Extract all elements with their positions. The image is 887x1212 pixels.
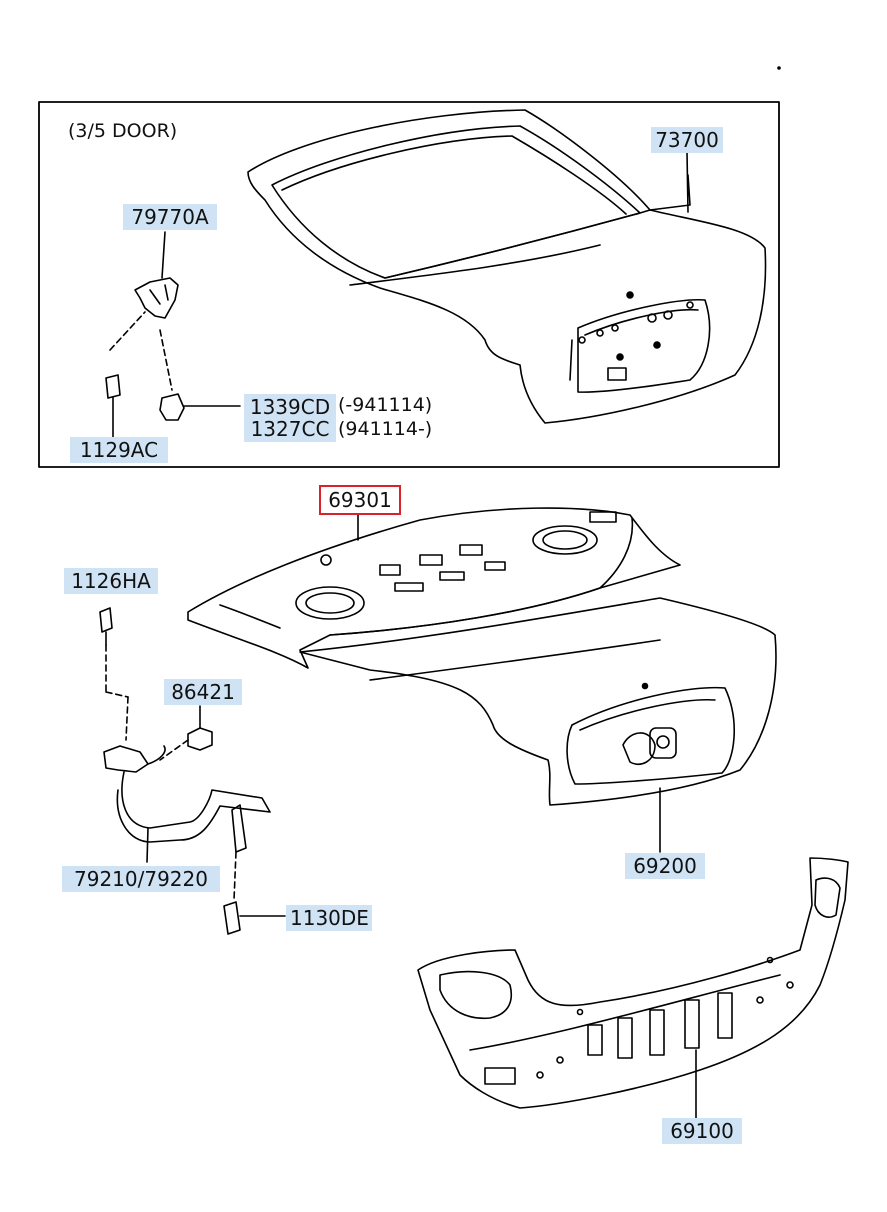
- part-label-73700[interactable]: 73700: [651, 127, 723, 153]
- hinge-79770a-drawing: [109, 231, 179, 391]
- part-label-1126ha[interactable]: 1126HA: [64, 568, 158, 594]
- part-label-69100[interactable]: 69100: [662, 1118, 742, 1144]
- note-1339cd: (-941114): [338, 394, 433, 416]
- bumper-1339cd-drawing: [159, 393, 241, 421]
- tailgate-73700-drawing: [247, 109, 767, 424]
- bolt-1129ac-drawing: [105, 374, 121, 439]
- hinge-79210-drawing: [103, 745, 271, 901]
- package-tray-69301-drawing: [187, 507, 681, 669]
- part-label-1129ac[interactable]: 1129AC: [70, 437, 168, 463]
- note-1327cc: (941114-): [338, 418, 433, 440]
- part-label-86421[interactable]: 86421: [164, 679, 242, 705]
- part-label-79770a[interactable]: 79770A: [123, 204, 217, 230]
- bumper-86421-drawing: [159, 705, 213, 761]
- part-label-69301[interactable]: 69301: [319, 485, 401, 515]
- trunk-lid-69200-drawing: [299, 597, 777, 853]
- inset-frame: [38, 101, 780, 468]
- part-label-79210-79220[interactable]: 79210/79220: [62, 866, 220, 892]
- part-label-1327cc[interactable]: 1327CC: [244, 416, 336, 442]
- part-label-1339cd[interactable]: 1339CD: [244, 394, 336, 420]
- back-panel-69100-drawing: [417, 857, 849, 1121]
- bolt-1126ha-drawing: [99, 607, 129, 741]
- inset-note: (3/5 DOOR): [68, 120, 178, 142]
- bolt-1130de-drawing: [223, 901, 286, 935]
- part-label-69200[interactable]: 69200: [625, 853, 705, 879]
- part-label-1130de[interactable]: 1130DE: [286, 905, 372, 931]
